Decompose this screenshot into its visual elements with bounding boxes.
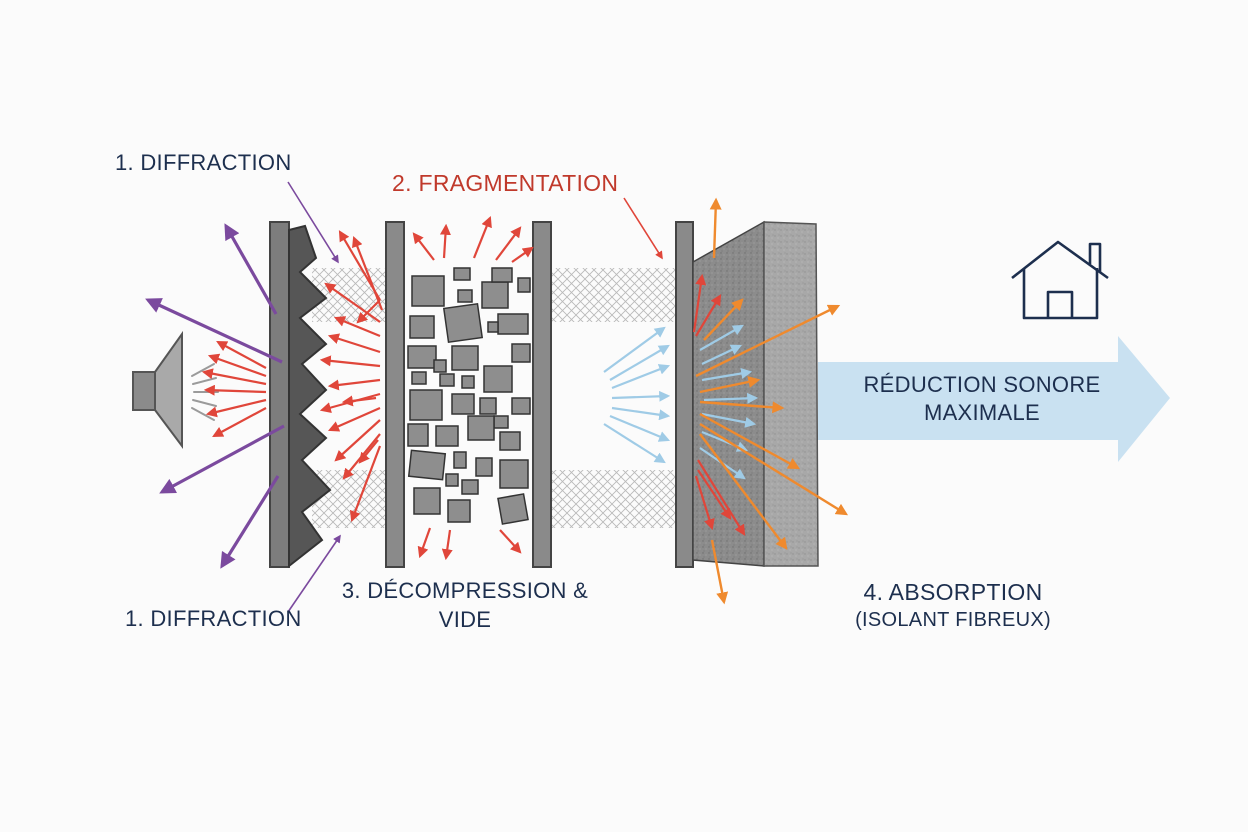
fragmentation-label: 2. FRAGMENTATION — [392, 170, 619, 196]
reflection-arrows — [201, 340, 267, 438]
fragmentation-panel-back — [532, 221, 552, 568]
residual-arrows — [692, 273, 746, 536]
mesh-layers — [312, 268, 678, 528]
absorption-label-line2: (ISOLANT FIBREUX) — [855, 609, 1051, 631]
absorption-panel-front — [675, 221, 694, 568]
label-pointers — [287, 181, 663, 613]
speaker-icon — [132, 330, 219, 449]
noise-reduction-label-line1: RÉDUCTION SONORE — [863, 372, 1101, 397]
granular-fill — [407, 267, 531, 525]
absorption-label-line1: 4. ABSORPTION — [863, 579, 1043, 605]
fragmentation-panel-front — [385, 221, 405, 568]
diffraction-label-top: 1. DIFFRACTION — [115, 150, 292, 175]
diffraction-label-bottom: 1. DIFFRACTION — [125, 606, 302, 631]
noise-reduction-label: RÉDUCTION SONORE MAXIMALE — [852, 371, 1112, 427]
noise-reduction-label-line2: MAXIMALE — [923, 400, 1041, 425]
absorption-label: 4. ABSORPTION (ISOLANT FIBREUX) — [848, 578, 1058, 634]
decompression-label: 3. DÉCOMPRESSION & VIDE — [340, 576, 590, 634]
decompression-label-line1: 3. DÉCOMPRESSION & — [341, 578, 589, 603]
noise-reduction-arrow — [818, 336, 1170, 462]
decompression-label-line2: VIDE — [438, 607, 492, 632]
fibrous-insulation — [692, 220, 819, 567]
fragmentation-arrows — [319, 215, 534, 561]
transmission-arrows — [603, 324, 759, 480]
absorption-arrows — [695, 197, 849, 605]
diffraction-arrows — [145, 223, 285, 569]
house-icon — [1011, 240, 1109, 320]
